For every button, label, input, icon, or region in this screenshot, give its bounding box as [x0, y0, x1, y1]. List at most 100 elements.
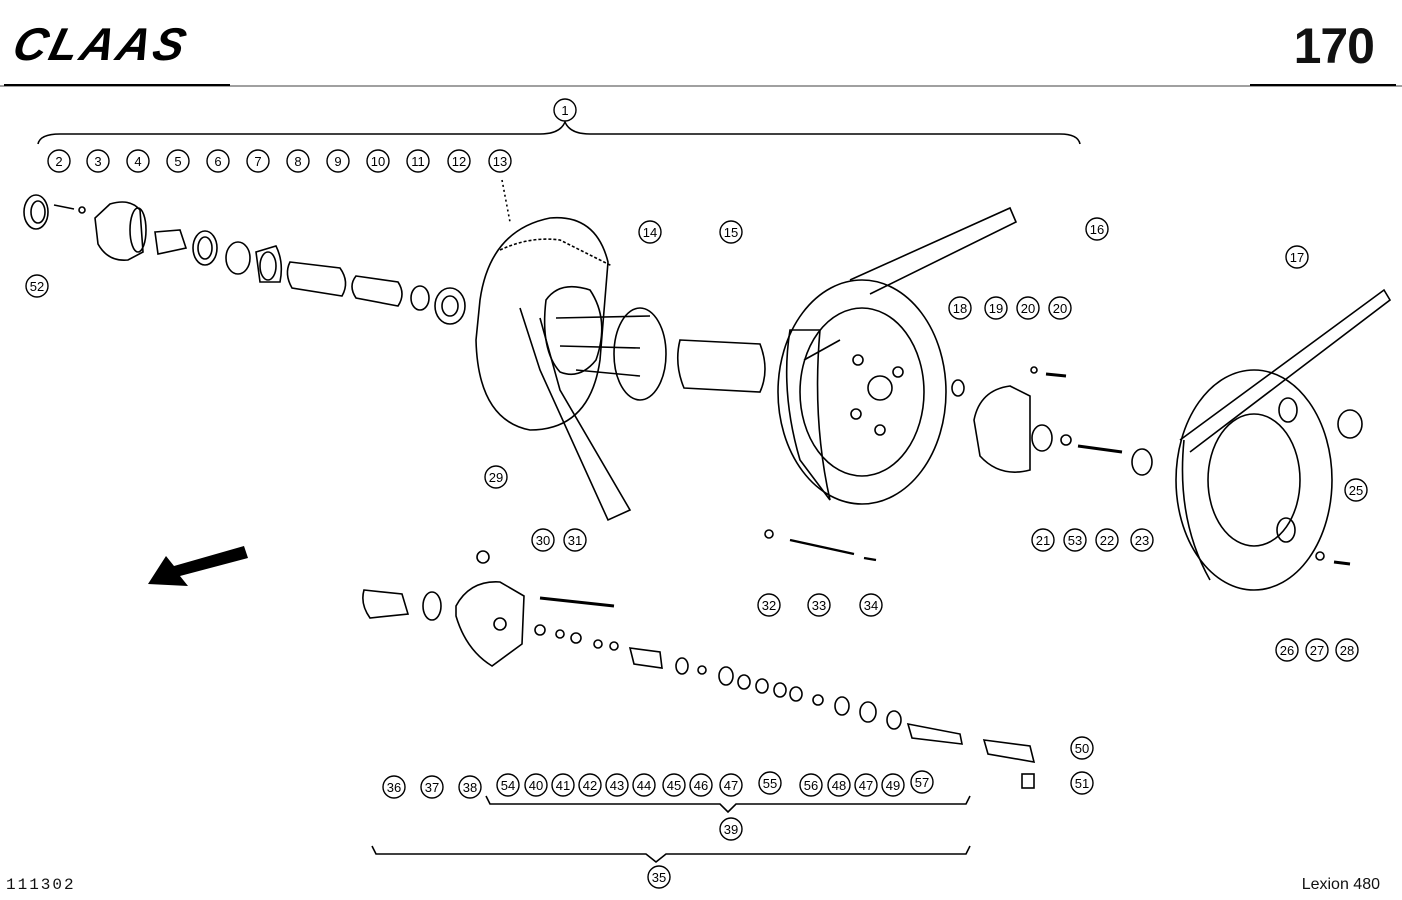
callout-label: 56	[804, 778, 818, 793]
callout-balloon	[638, 220, 662, 244]
part-34	[863, 556, 877, 562]
callout-label: 21	[1036, 533, 1050, 548]
callout-balloon	[1063, 528, 1087, 552]
bracket-35	[371, 845, 971, 864]
callout-balloon	[1130, 528, 1154, 552]
callout-label: 44	[637, 778, 651, 793]
callout-balloon	[563, 528, 587, 552]
callout-label: 2	[55, 154, 62, 169]
callout-balloon	[719, 220, 743, 244]
callout-balloon	[206, 149, 230, 173]
callout-label: 38	[463, 780, 477, 795]
callout-label: 55	[763, 776, 777, 791]
callout-balloon	[1335, 638, 1359, 662]
part-8-bearing	[255, 245, 283, 283]
callout-balloon	[484, 465, 508, 489]
part-43	[609, 641, 619, 651]
callout-balloon	[1070, 736, 1094, 760]
callout-balloon	[1275, 638, 1299, 662]
callout-balloon	[246, 149, 270, 173]
part-57-fitting	[906, 722, 964, 745]
page-number: 170	[1293, 18, 1375, 74]
callout-label: 1	[561, 103, 568, 118]
callout-balloon	[910, 770, 934, 794]
callout-balloon	[948, 296, 972, 320]
callout-label: 40	[529, 778, 543, 793]
callout-label: 20	[1053, 301, 1067, 316]
part-52-seal	[23, 194, 49, 230]
callout-label: 34	[864, 598, 878, 613]
part-4-housing	[94, 201, 144, 261]
part-21-seal	[1031, 424, 1053, 452]
callout-label: 33	[812, 598, 826, 613]
toothed-pulley	[475, 216, 609, 431]
callout-label: 6	[214, 154, 221, 169]
callout-label: 49	[886, 778, 900, 793]
callout-label: 27	[1310, 643, 1324, 658]
part-50-fitting	[982, 739, 1036, 763]
callout-label: 22	[1100, 533, 1114, 548]
callout-balloon	[286, 149, 310, 173]
callout-label: 37	[425, 780, 439, 795]
callout-balloon	[758, 771, 782, 795]
part-27-washer	[1315, 551, 1325, 561]
callout-label: 47	[724, 778, 738, 793]
callout-label: 54	[501, 778, 515, 793]
vbelt-20-b	[1179, 288, 1392, 453]
callout-balloon	[420, 775, 444, 799]
part-36-sleeve	[362, 589, 410, 619]
callout-label: 7	[254, 154, 261, 169]
part-12-bearing	[434, 287, 466, 325]
callout-balloon	[1085, 217, 1109, 241]
callout-label: 26	[1280, 643, 1294, 658]
callout-label: 10	[371, 154, 385, 169]
callout-label: 12	[452, 154, 466, 169]
callout-balloon	[807, 593, 831, 617]
callout-balloon	[1344, 478, 1368, 502]
pulley-hub	[543, 285, 603, 376]
toothed-belt-top	[499, 238, 613, 267]
callout-balloon	[447, 149, 471, 173]
vbelt-pulley-main	[777, 279, 947, 505]
callout-balloon	[881, 773, 905, 797]
callout-balloon	[854, 773, 878, 797]
part-46	[697, 665, 707, 675]
callout-label: 57	[915, 775, 929, 790]
part-9-sleeve	[286, 261, 347, 297]
callout-label: 5	[174, 154, 181, 169]
callout-balloon	[859, 593, 883, 617]
part-2-bolt	[53, 204, 75, 210]
part-28-bolt	[1333, 560, 1351, 566]
callout-label: 51	[1075, 776, 1089, 791]
callout-balloon	[382, 775, 406, 799]
part-13-pin	[501, 179, 511, 223]
callout-balloon	[984, 296, 1008, 320]
part-41	[570, 632, 582, 644]
part-47	[718, 666, 734, 686]
callout-balloon	[689, 773, 713, 797]
callout-label: 46	[694, 778, 708, 793]
callout-label: 28	[1340, 643, 1354, 658]
callout-balloon	[166, 149, 190, 173]
part-17-flange	[973, 385, 1031, 473]
part-18-washer	[1030, 366, 1038, 374]
callout-label: 41	[556, 778, 570, 793]
callout-balloon	[1016, 296, 1040, 320]
callout-balloon	[86, 149, 110, 173]
callout-balloon	[531, 528, 555, 552]
part-56	[812, 694, 824, 706]
part-49	[886, 710, 902, 730]
callout-balloon	[578, 773, 602, 797]
callout-balloon	[551, 773, 575, 797]
callout-balloon	[799, 773, 823, 797]
part-10-sleeve	[351, 275, 403, 307]
part-32	[764, 529, 774, 539]
part-16	[951, 379, 965, 397]
callout-label: 16	[1090, 222, 1104, 237]
callout-label: 8	[294, 154, 301, 169]
part-48	[834, 696, 850, 716]
bracket-1	[37, 119, 1081, 145]
callout-label: 23	[1135, 533, 1149, 548]
callout-label: 53	[1068, 533, 1082, 548]
